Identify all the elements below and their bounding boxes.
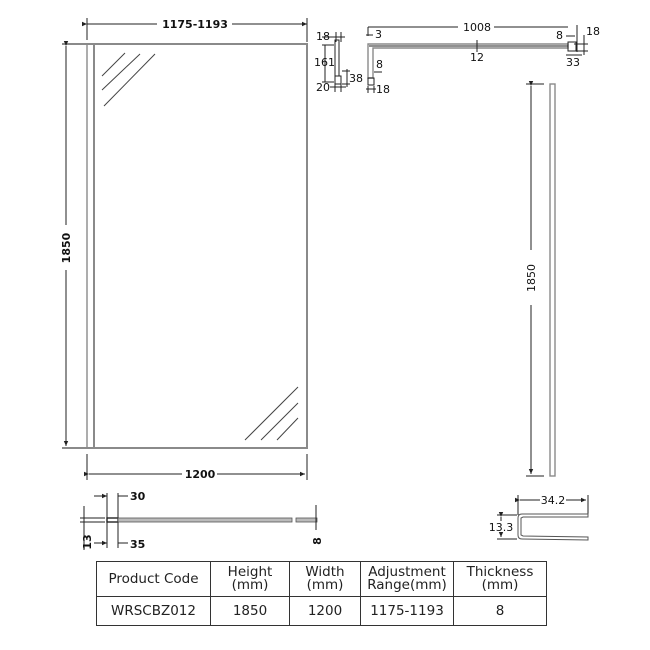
label-13: 13 (81, 534, 94, 549)
label-13-3: 13.3 (489, 521, 514, 534)
cell-height: 1850 (210, 596, 290, 626)
label-30: 30 (130, 490, 146, 503)
label-8-bottom: 8 (376, 58, 383, 71)
side-view: 1850 (525, 81, 556, 477)
label-18: 18 (316, 30, 330, 43)
front-view: 1175-1193 1850 1200 (60, 18, 308, 481)
spec-table: Product Code Height(mm) Width(mm) Adjust… (96, 561, 547, 626)
header-product-code: Product Code (96, 561, 211, 597)
cell-product-code: WRSCBZ012 (96, 596, 211, 626)
label-33: 33 (566, 56, 580, 69)
label-8-plan: 8 (311, 537, 324, 545)
top-bracket-detail: 1008 3 12 8 18 33 8 18 (366, 20, 600, 96)
header-height: Height(mm) (210, 561, 290, 597)
label-1008: 1008 (463, 21, 491, 34)
label-3: 3 (375, 28, 382, 41)
label-8-right: 8 (556, 29, 563, 42)
table-row: WRSCBZ012 1850 1200 1175-1193 8 (96, 596, 547, 626)
dim-side-height: 1850 (525, 264, 538, 292)
label-38: 38 (349, 72, 363, 85)
cell-adjustment-range: 1175-1193 (360, 596, 454, 626)
dim-top-adjustment: 1175-1193 (162, 18, 228, 31)
label-20: 20 (316, 81, 330, 94)
header-width: Width(mm) (289, 561, 361, 597)
label-18-bottom: 18 (376, 83, 390, 96)
plan-view: 30 13 35 8 (80, 490, 324, 551)
label-161: 161 (314, 56, 335, 69)
header-thickness: Thickness(mm) (453, 561, 547, 597)
label-12: 12 (470, 51, 484, 64)
channel-profile: 34.2 13.3 (489, 494, 589, 541)
cell-thickness: 8 (453, 596, 547, 626)
dim-left-height: 1850 (60, 232, 73, 263)
spec-table-header: Product Code Height(mm) Width(mm) Adjust… (96, 561, 547, 597)
wall-profile-detail: 18 161 38 20 (314, 30, 363, 94)
label-34-2: 34.2 (541, 494, 566, 507)
label-18-right: 18 (586, 25, 600, 38)
label-35: 35 (130, 538, 145, 551)
dim-bottom-width: 1200 (185, 468, 216, 481)
cell-width: 1200 (289, 596, 361, 626)
